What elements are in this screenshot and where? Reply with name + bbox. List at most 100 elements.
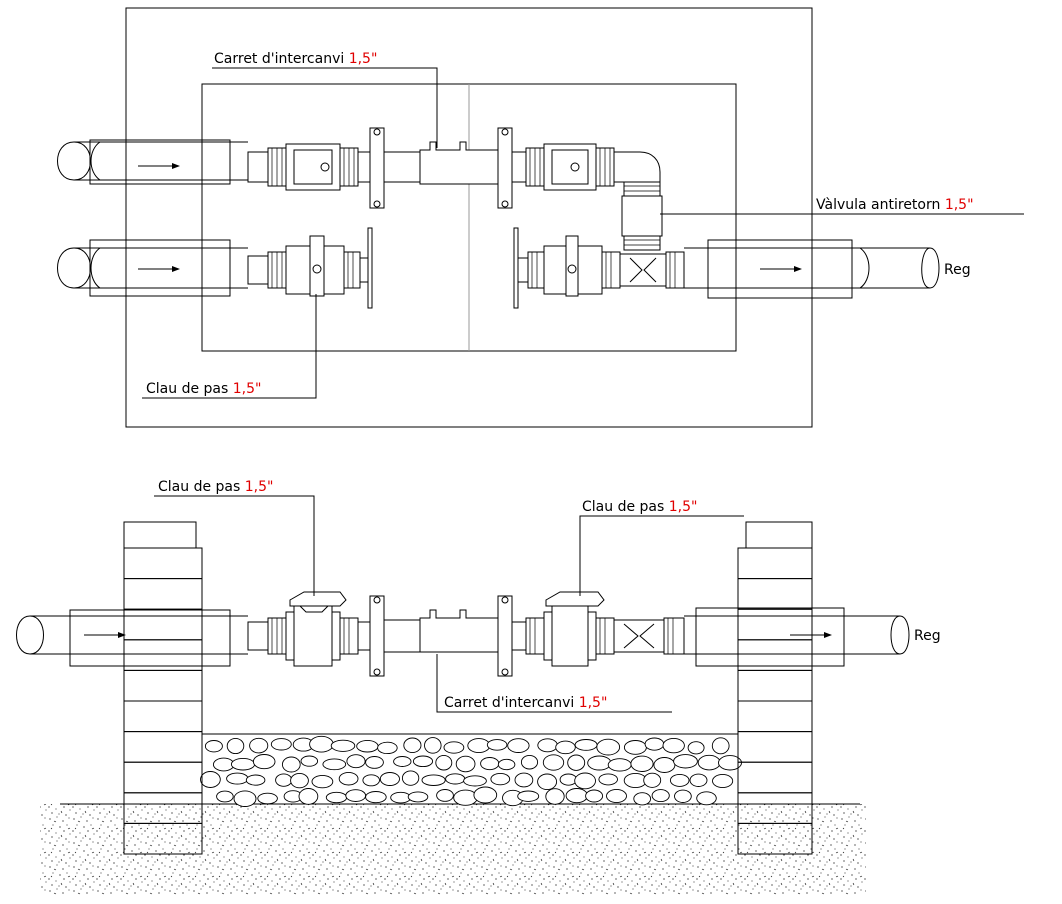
gravel-stone (401, 770, 420, 786)
gravel-stone (281, 756, 301, 773)
label-carret-section: Carret d'intercanvi 1,5" (444, 695, 607, 711)
gravel-stone (490, 772, 511, 786)
gravel-stone (545, 788, 565, 805)
gravel-stone (365, 756, 384, 769)
gravel-stone (338, 771, 359, 786)
gravel-stone (424, 737, 442, 754)
gravel-stone (607, 758, 632, 772)
brick-course (123, 822, 203, 855)
section-valve-right (497, 591, 685, 677)
section-valve-left (247, 591, 420, 677)
gravel-stone (574, 772, 596, 790)
gravel-stone (517, 790, 540, 802)
label-carret-plan: Carret d'intercanvi 1,5" (214, 51, 377, 67)
gravel-stone (606, 788, 627, 804)
brick-course (123, 761, 203, 794)
gravel-stone (412, 755, 434, 768)
gravel-stone (322, 758, 347, 771)
gravel-stone (346, 754, 366, 769)
gravel-stone (226, 772, 249, 785)
gravel-stone (674, 789, 692, 803)
gravel-stone (555, 740, 576, 755)
gravel-stone (226, 737, 245, 755)
gravel-stone (697, 754, 721, 771)
gravel-stone (390, 791, 412, 804)
gravel-stone (585, 789, 604, 803)
gravel-stone (325, 791, 348, 804)
label-clau-right: Clau de pas 1,5" (582, 499, 697, 515)
gravel-stone (718, 755, 742, 771)
section-inlet-pipe (16, 609, 248, 667)
brick-course (737, 822, 813, 855)
gravel-stone (473, 786, 498, 804)
gravel-stone (598, 773, 618, 786)
brick-course (737, 669, 813, 702)
gravel-stone (486, 739, 508, 751)
label-reg-section: Reg (914, 628, 941, 644)
gravel-stone (651, 789, 670, 803)
label-reg-plan: Reg (944, 262, 971, 278)
gravel-stones (200, 735, 742, 807)
gravel-stone (290, 772, 309, 789)
gravel-stone (520, 754, 539, 770)
gravel-stone (345, 789, 367, 802)
gravel-stone (230, 757, 256, 771)
brick-course (123, 608, 203, 641)
gravel-stone (365, 791, 387, 804)
brick-course (123, 731, 203, 763)
section-outlet-pipe (684, 607, 910, 667)
gravel-stone (212, 757, 235, 772)
leader-clau-right (579, 515, 744, 596)
gravel-stone (623, 740, 647, 755)
leader-carret-section (436, 654, 672, 713)
gravel-stone (653, 757, 676, 773)
gravel-stone (567, 754, 586, 771)
gravel-stone (596, 738, 621, 756)
label-valvula-plan: Vàlvula antiretorn 1,5" (816, 197, 974, 213)
gravel-stone (514, 772, 534, 788)
gravel-stone (711, 737, 730, 755)
gravel-stone (245, 774, 266, 786)
plan-view (57, 7, 1024, 428)
gravel-stone (421, 774, 446, 786)
plan-valve-bottom-left (247, 227, 373, 309)
gravel-stone (204, 740, 223, 753)
gravel-stone (216, 790, 234, 803)
gravel-stone (630, 755, 654, 772)
gravel-stone (393, 756, 412, 767)
gravel-stone (407, 791, 429, 803)
leader-clau-left (154, 495, 315, 596)
gravel-stone (356, 739, 379, 753)
brick-course (123, 578, 203, 610)
gravel-stone (403, 737, 422, 754)
brick-course (123, 547, 203, 580)
gravel-stone (480, 757, 500, 771)
brick-course (737, 547, 813, 580)
gravel-stone (687, 741, 705, 755)
section-view (16, 495, 910, 896)
gravel-stone (559, 773, 578, 786)
plan-inlet-pipe-bottom (57, 239, 248, 297)
gravel-stone (377, 741, 398, 755)
gravel-stone (453, 789, 478, 806)
gravel-stone (200, 771, 221, 788)
gravel-stone (330, 739, 356, 752)
gravel-stone (537, 773, 558, 791)
leader-clau-plan (142, 294, 317, 399)
gravel-stone (309, 735, 334, 753)
gravel-stone (311, 774, 334, 789)
plan-inlet-pipe-top (57, 139, 248, 185)
gravel-stone (696, 791, 717, 806)
gravel-stone (574, 739, 598, 751)
gravel-stone (633, 792, 652, 806)
brick-course (737, 731, 813, 763)
plan-valve-top-left (247, 127, 420, 209)
gravel-stone (249, 737, 269, 754)
plan-outlet-pipe (684, 239, 940, 299)
gravel-stone (587, 755, 612, 771)
gravel-stone (644, 737, 665, 751)
gravel-stone (379, 772, 400, 786)
gravel-stone (463, 775, 487, 787)
